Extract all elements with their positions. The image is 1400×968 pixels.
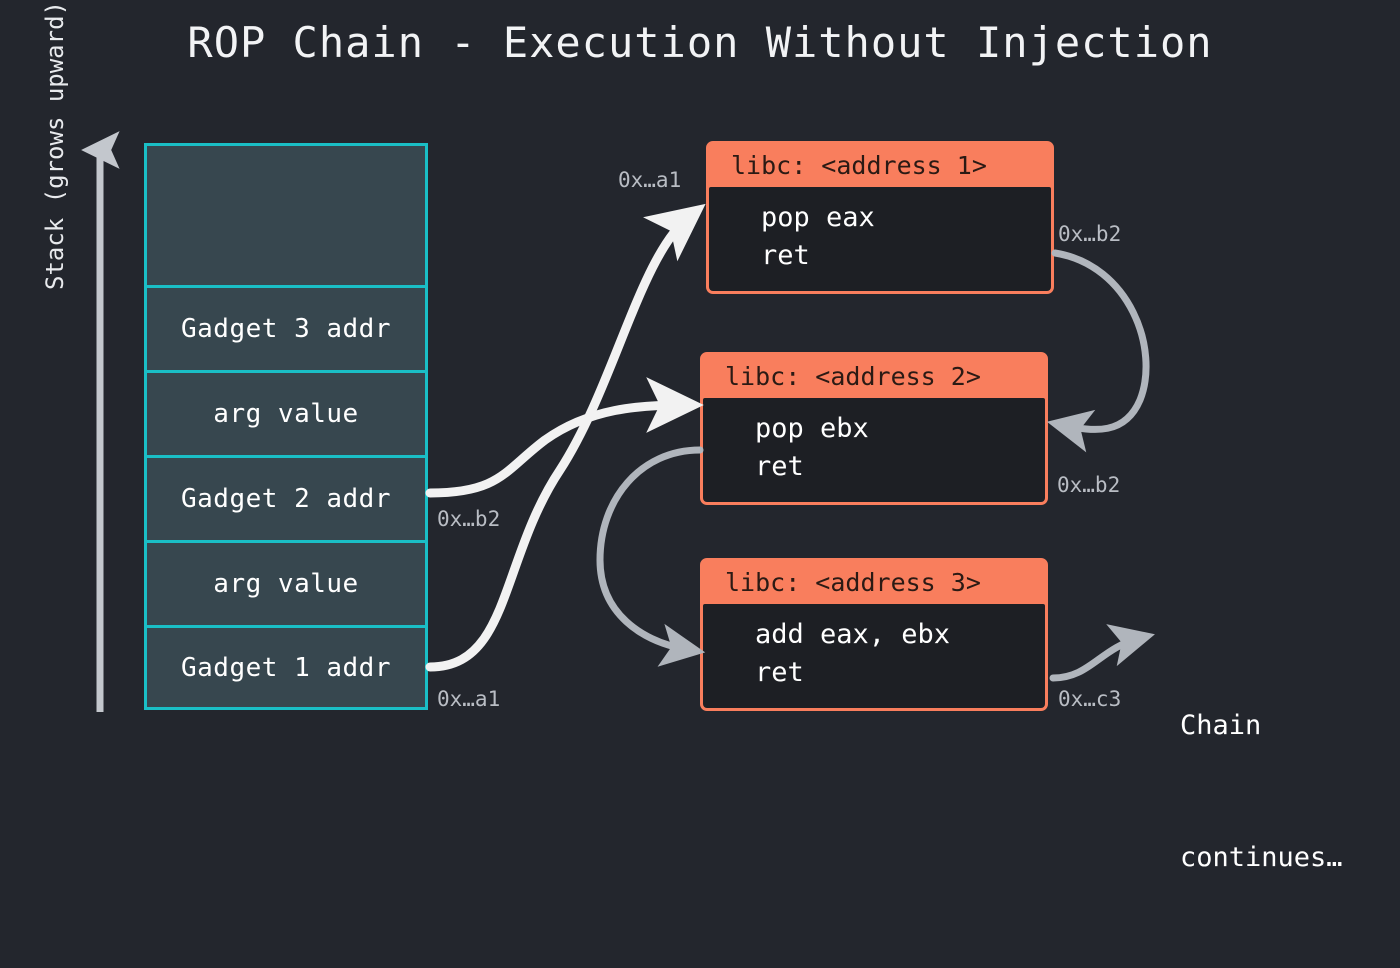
gadget-1-header: libc: <address 1>	[731, 151, 987, 180]
gadget-2-body: pop ebx ret	[703, 398, 1045, 502]
stack-column: Gadget 3 addr arg value Gadget 2 addr ar…	[144, 143, 428, 710]
gadget-box-2: libc: <address 2> pop ebx ret	[700, 352, 1048, 505]
gadget-3-body: add eax, ebx ret	[703, 604, 1045, 708]
diagram-canvas: ROP Chain - Execution Without Injection …	[41, 0, 1343, 873]
gadget-2-header: libc: <address 2>	[725, 362, 981, 391]
gadget-2-instruction-1: pop ebx	[755, 413, 869, 444]
stack-cell-gadget-2-addr: Gadget 2 addr	[144, 455, 428, 540]
gadget-2-instruction-2: ret	[755, 451, 804, 482]
edge-label-c3: 0x…c3	[1058, 687, 1122, 711]
stack-cell-arg-value-lower: arg value	[144, 540, 428, 625]
stack-axis-label-text: Stack (grows upward)	[41, 1, 69, 290]
gadget-1-body: pop eax ret	[709, 187, 1051, 291]
stack-axis-label: Stack (grows upward)	[41, 0, 69, 290]
arrow-gadget-3-to-chain	[1049, 624, 1155, 682]
gadget-3-instruction-2: ret	[755, 657, 804, 688]
gadget-3-instruction-1: add eax, ebx	[755, 619, 951, 650]
arrow-gadget-2-to-gadget-3	[596, 446, 706, 667]
stack-cell-empty	[144, 143, 428, 285]
gadget-1-instruction-2: ret	[761, 240, 810, 271]
chain-continues-line-1: Chain	[1180, 710, 1262, 741]
arrow-gadget-1-to-gadget-2	[1046, 249, 1150, 453]
page-title: ROP Chain - Execution Without Injection	[187, 18, 1213, 67]
gadget-box-3: libc: <address 3> add eax, ebx ret	[700, 558, 1048, 711]
gadget-3-header: libc: <address 3>	[725, 568, 981, 597]
edge-label-a1-top: 0x…a1	[618, 168, 682, 192]
arrow-stack-g2-to-gadget-2	[425, 377, 704, 498]
chain-continues-line-2: continues…	[1180, 842, 1343, 873]
edge-label-b2-right-2: 0x…b2	[1057, 473, 1121, 497]
chain-continues-text: Chain continues…	[1180, 616, 1343, 968]
gadget-1-instruction-1: pop eax	[761, 202, 875, 233]
arrow-stack-g1-to-gadget-1	[425, 203, 706, 672]
edge-label-b2-right-1: 0x…b2	[1058, 222, 1122, 246]
stack-cell-gadget-3-addr: Gadget 3 addr	[144, 285, 428, 370]
gadget-box-1: libc: <address 1> pop eax ret	[706, 141, 1054, 294]
edge-label-b2-left: 0x…b2	[437, 507, 501, 531]
stack-cell-gadget-1-addr: Gadget 1 addr	[144, 625, 428, 710]
edge-label-a1-bottom: 0x…a1	[437, 687, 501, 711]
stack-cell-arg-value-upper: arg value	[144, 370, 428, 455]
